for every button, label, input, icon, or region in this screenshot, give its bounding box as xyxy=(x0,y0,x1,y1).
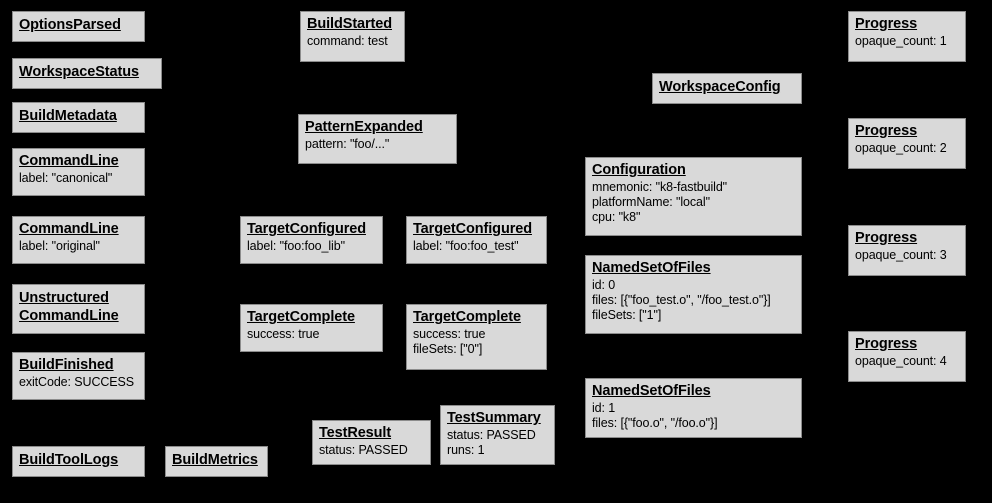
event-node-title: BuildToolLogs xyxy=(19,452,119,468)
event-node-field: opaque_count: 2 xyxy=(855,141,947,155)
event-node-title: NamedSetOfFiles xyxy=(592,383,711,399)
event-node-build-metrics[interactable]: BuildMetrics xyxy=(165,446,268,477)
event-node-title: BuildMetadata xyxy=(19,108,117,124)
event-node-fields: opaque_count: 2 xyxy=(855,141,959,156)
event-node-fields: exitCode: SUCCESS xyxy=(19,375,138,390)
event-node-field: exitCode: SUCCESS xyxy=(19,375,135,389)
event-node-title: NamedSetOfFiles xyxy=(592,260,711,276)
event-node-fields: pattern: "foo/..." xyxy=(305,137,450,152)
event-node-progress-4[interactable]: Progress opaque_count: 4 xyxy=(848,331,966,382)
event-node-title: CommandLine xyxy=(19,153,119,169)
event-node-title: BuildMetrics xyxy=(172,452,258,468)
event-node-build-finished[interactable]: BuildFinished exitCode: SUCCESS xyxy=(12,352,145,400)
event-node-field: id: 1 xyxy=(592,401,616,415)
event-node-field: runs: 1 xyxy=(447,443,485,457)
event-node-fields: label: "original" xyxy=(19,239,138,254)
event-node-unstructured-command-line[interactable]: Unstructured CommandLine xyxy=(12,284,145,334)
event-node-fields: label: "canonical" xyxy=(19,171,138,186)
event-node-title: Progress xyxy=(855,230,918,246)
event-node-fields: status: PASSED xyxy=(319,443,424,458)
event-node-field: success: true xyxy=(413,327,486,341)
event-node-test-result[interactable]: TestResult status: PASSED xyxy=(312,420,431,465)
event-node-fields: label: "foo:foo_lib" xyxy=(247,239,376,254)
event-node-title: Configuration xyxy=(592,162,686,178)
event-node-build-tool-logs[interactable]: BuildToolLogs xyxy=(12,446,145,477)
event-node-field: command: test xyxy=(307,34,388,48)
event-node-options-parsed[interactable]: OptionsParsed xyxy=(12,11,145,42)
event-node-target-configured-test[interactable]: TargetConfigured label: "foo:foo_test" xyxy=(406,216,547,264)
event-node-field: label: "original" xyxy=(19,239,100,253)
event-node-title: Unstructured CommandLine xyxy=(19,290,119,324)
event-node-field: mnemonic: "k8-fastbuild" xyxy=(592,180,728,194)
event-node-pattern-expanded[interactable]: PatternExpanded pattern: "foo/..." xyxy=(298,114,457,164)
event-node-workspace-status[interactable]: WorkspaceStatus xyxy=(12,58,162,89)
event-node-field: status: PASSED xyxy=(319,443,408,457)
event-node-title: Progress xyxy=(855,16,918,32)
event-node-fields: success: true xyxy=(247,327,376,342)
event-node-title: TargetConfigured xyxy=(413,221,532,237)
event-node-title: WorkspaceStatus xyxy=(19,64,139,80)
event-node-fields: opaque_count: 1 xyxy=(855,34,959,49)
event-node-title: BuildFinished xyxy=(19,357,114,373)
event-node-command-line-canonical[interactable]: CommandLine label: "canonical" xyxy=(12,148,145,196)
event-node-field: label: "foo:foo_lib" xyxy=(247,239,345,253)
event-node-fields: opaque_count: 4 xyxy=(855,354,959,369)
event-node-title: BuildStarted xyxy=(307,16,393,32)
event-node-field: label: "foo:foo_test" xyxy=(413,239,519,253)
event-node-fields: command: test xyxy=(307,34,398,49)
event-node-title: WorkspaceConfig xyxy=(659,79,781,95)
event-node-field: fileSets: ["0"] xyxy=(413,342,483,356)
event-node-title: TestSummary xyxy=(447,410,541,426)
event-node-title: Progress xyxy=(855,123,918,139)
event-node-field: fileSets: ["1"] xyxy=(592,308,662,322)
event-node-field: pattern: "foo/..." xyxy=(305,137,390,151)
event-node-field: opaque_count: 4 xyxy=(855,354,947,368)
event-node-workspace-config[interactable]: WorkspaceConfig xyxy=(652,73,802,104)
event-node-field: platformName: "local" xyxy=(592,195,710,209)
event-node-fields: label: "foo:foo_test" xyxy=(413,239,540,254)
event-node-field: opaque_count: 3 xyxy=(855,248,947,262)
event-node-field: files: [{"foo.o", "/foo.o"}] xyxy=(592,416,718,430)
event-node-field: cpu: "k8" xyxy=(592,210,641,224)
event-node-configuration[interactable]: Configuration mnemonic: "k8-fastbuild"pla… xyxy=(585,157,802,236)
event-node-field: status: PASSED xyxy=(447,428,536,442)
event-node-build-started[interactable]: BuildStarted command: test xyxy=(300,11,405,62)
event-node-title: TargetConfigured xyxy=(247,221,366,237)
event-node-title: TargetComplete xyxy=(413,309,521,325)
event-node-title: PatternExpanded xyxy=(305,119,423,135)
event-node-target-complete-lib[interactable]: TargetComplete success: true xyxy=(240,304,383,352)
event-node-field: opaque_count: 1 xyxy=(855,34,947,48)
event-node-title: Progress xyxy=(855,336,918,352)
event-node-progress-2[interactable]: Progress opaque_count: 2 xyxy=(848,118,966,169)
event-node-target-configured-lib[interactable]: TargetConfigured label: "foo:foo_lib" xyxy=(240,216,383,264)
event-node-field: files: [{"foo_test.o", "/foo_test.o"}] xyxy=(592,293,771,307)
event-node-title: TargetComplete xyxy=(247,309,355,325)
event-node-field: id: 0 xyxy=(592,278,616,292)
event-node-fields: mnemonic: "k8-fastbuild"platformName: "l… xyxy=(592,180,795,225)
event-node-field: label: "canonical" xyxy=(19,171,113,185)
event-node-title: TestResult xyxy=(319,425,392,441)
event-node-title: OptionsParsed xyxy=(19,17,121,33)
event-node-title: CommandLine xyxy=(19,221,119,237)
event-node-build-metadata[interactable]: BuildMetadata xyxy=(12,102,145,133)
event-node-fields: opaque_count: 3 xyxy=(855,248,959,263)
event-node-progress-3[interactable]: Progress opaque_count: 3 xyxy=(848,225,966,276)
event-node-command-line-original[interactable]: CommandLine label: "original" xyxy=(12,216,145,264)
event-node-field: success: true xyxy=(247,327,320,341)
event-node-progress-1[interactable]: Progress opaque_count: 1 xyxy=(848,11,966,62)
